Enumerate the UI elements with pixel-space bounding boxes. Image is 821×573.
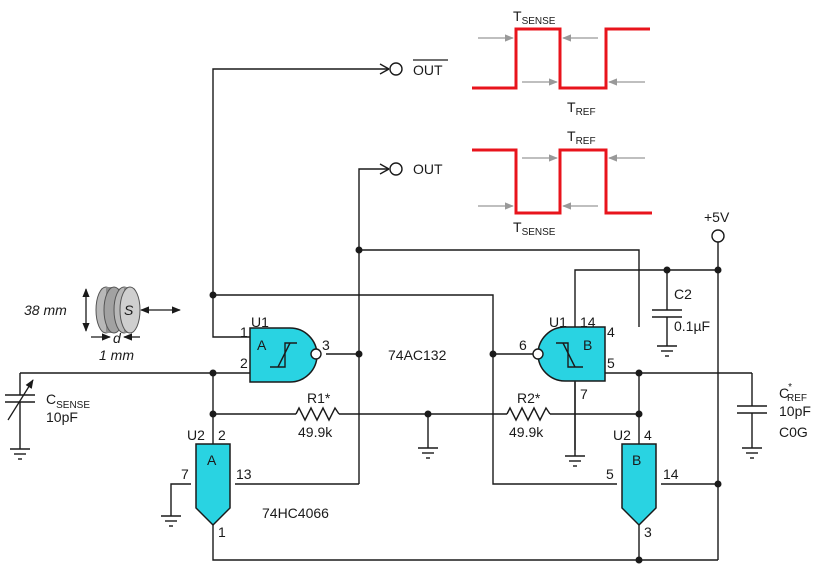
- csense-label: CSENSE: [46, 391, 90, 411]
- pin-u1a-2: 2: [240, 355, 248, 371]
- variable-capacitor-icon: [5, 379, 35, 460]
- gate-b-label: B: [583, 337, 592, 353]
- pin-u1b-6: 6: [519, 337, 527, 353]
- out-label: OUT: [413, 161, 443, 177]
- u2b-analog-switch: B: [621, 443, 657, 527]
- sw-a-label: A: [207, 452, 217, 468]
- r2-value: 49.9k: [509, 424, 544, 440]
- pin-u1a-1: 1: [240, 324, 248, 340]
- r1-value: 49.9k: [298, 424, 333, 440]
- sensor-s-label: S: [124, 302, 134, 318]
- gate-a-label: A: [257, 337, 267, 353]
- pin-u1b-14: 14: [580, 314, 596, 330]
- ground-icon: [10, 448, 30, 460]
- pin-u1b-4: 4: [607, 324, 615, 340]
- r1-name: R1*: [307, 390, 331, 406]
- wire-bottom-return: [212, 525, 718, 561]
- vcc-rail: +5V: [574, 209, 730, 560]
- pin-u1b-7: 7: [580, 386, 588, 402]
- u2-right-label: U2: [613, 427, 631, 443]
- waveform-out-bar: [472, 27, 650, 90]
- cref-capacitor: [737, 405, 767, 459]
- c2-capacitor: C2 0.1µF: [652, 270, 710, 357]
- u1-left-label: U1: [251, 314, 269, 330]
- u1b-nand-schmitt-gate: B: [532, 326, 606, 467]
- pin-u2b-5: 5: [606, 466, 614, 482]
- ground-icon: [742, 447, 762, 459]
- u2a-analog-switch: A: [195, 443, 231, 527]
- pin-u2a-13: 13: [236, 466, 252, 482]
- u1-right-label: U1: [549, 314, 567, 330]
- out-bar-label: OUT: [413, 62, 443, 78]
- pin-u1a-3: 3: [322, 337, 330, 353]
- wire-outbar-to-u2b5: [213, 294, 617, 485]
- c2-name: C2: [674, 286, 692, 302]
- dim-d: d: [113, 330, 122, 346]
- dim-38mm: 38 mm: [24, 302, 67, 318]
- schmitt-hysteresis-icon: [556, 342, 583, 368]
- pin-u2b-14: 14: [663, 466, 679, 482]
- r1-resistor: [295, 406, 340, 422]
- r2-name: R2*: [517, 390, 541, 406]
- t-sense-bot-label: TSENSE: [513, 219, 556, 238]
- pin-u2a-7: 7: [181, 466, 189, 482]
- cref-type: C0G: [779, 424, 808, 440]
- csense-value: 10pF: [46, 409, 78, 425]
- out-terminal: OUT: [358, 161, 443, 484]
- pin-u1b-5: 5: [607, 355, 615, 371]
- pin-u2a-2: 2: [218, 427, 226, 443]
- dim-1mm: 1 mm: [99, 347, 134, 363]
- c2-value: 0.1µF: [674, 318, 710, 334]
- part-74hc4066: 74HC4066: [262, 505, 329, 521]
- part-74ac132: 74AC132: [388, 347, 447, 363]
- t-sense-top-label: TSENSE: [513, 8, 556, 27]
- u2-left-label: U2: [187, 427, 205, 443]
- ground-icon: [418, 447, 438, 459]
- sw-b-label: B: [632, 452, 641, 468]
- out-bar-terminal: OUT: [212, 59, 448, 295]
- schmitt-hysteresis-icon: [270, 342, 297, 368]
- pin-u2b-4: 4: [644, 427, 652, 443]
- waveform-out: [472, 148, 652, 215]
- cref-label: C*REF: [779, 382, 807, 404]
- pin-u2a-1: 1: [218, 524, 226, 540]
- ground-icon: [565, 455, 585, 467]
- t-ref-top-label: TREF: [567, 99, 596, 118]
- ground-icon: [657, 345, 677, 357]
- cref-value: 10pF: [779, 403, 811, 419]
- vcc-label: +5V: [704, 209, 730, 225]
- r2-resistor: [506, 406, 551, 422]
- ground-icon: [161, 515, 181, 527]
- pin-u2b-3: 3: [644, 524, 652, 540]
- wire-out-to-u1b4: [359, 249, 640, 327]
- t-ref-bot-label: TREF: [567, 128, 596, 147]
- capacitive-sensor-icon: S: [82, 286, 181, 341]
